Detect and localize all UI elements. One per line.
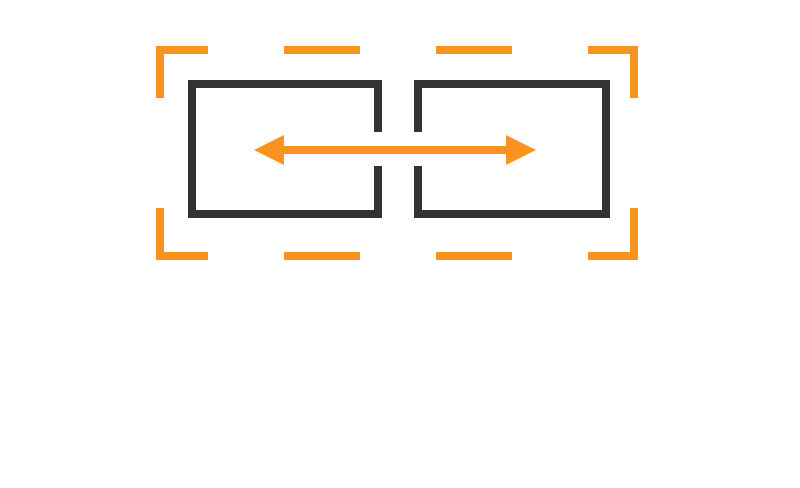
cells: [188, 80, 610, 218]
left-cell: [188, 80, 382, 218]
selection-frame: [156, 46, 638, 260]
selection-corner-bottom-left: [156, 208, 208, 260]
right-cell: [414, 80, 610, 218]
arrow-head-right: [506, 135, 536, 165]
selection-corner-top-right: [588, 46, 638, 98]
selection-corner-bottom-right: [588, 208, 638, 260]
selection-corner-top-left: [156, 46, 208, 98]
merge-arrow: [254, 135, 536, 165]
arrow-head-left: [254, 135, 284, 165]
